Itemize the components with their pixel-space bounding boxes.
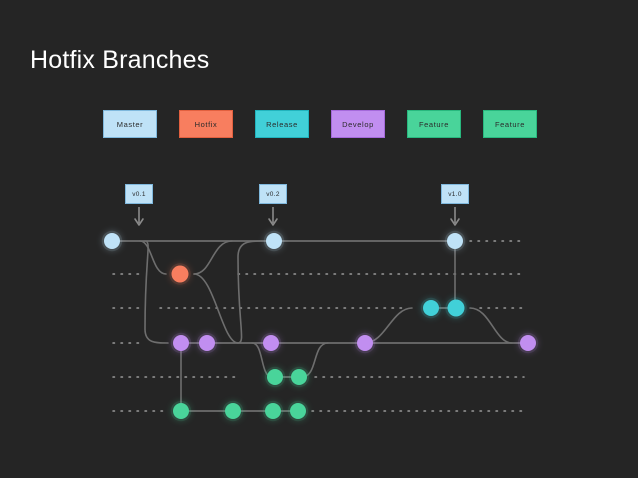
edge-develop-to-master-v02	[237, 240, 263, 344]
edge-release-to-develop	[469, 307, 513, 344]
commit-node-master-2[interactable]	[447, 233, 463, 249]
tag-arrow-down-icon	[450, 207, 460, 226]
legend-item-feature-4[interactable]: Feature	[407, 110, 461, 138]
edge-master-to-develop	[144, 240, 169, 344]
branch-legend: Master Hotfix Release Develop Feature Feature	[103, 110, 537, 138]
legend-item-label: Hotfix	[194, 119, 218, 129]
legend-item-label: Master	[116, 119, 144, 129]
commit-node-feature2-16[interactable]	[290, 403, 306, 419]
page-title: Hotfix Branches	[30, 46, 210, 74]
version-tag-v1.0[interactable]: v1.0	[441, 184, 469, 204]
version-tag-label: v1.0	[448, 190, 462, 198]
commit-node-release-4[interactable]	[423, 300, 439, 316]
commit-node-master-0[interactable]	[104, 233, 120, 249]
commit-node-develop-6[interactable]	[173, 335, 189, 351]
commit-node-develop-9[interactable]	[357, 335, 373, 351]
edge-hotfix-to-master	[193, 240, 233, 275]
edge-master-to-hotfix	[139, 240, 167, 275]
commit-node-feature2-15[interactable]	[265, 403, 281, 419]
commit-node-develop-8[interactable]	[263, 335, 279, 351]
version-tag-v0.2[interactable]: v0.2	[259, 184, 287, 204]
commit-node-master-1[interactable]	[266, 233, 282, 249]
legend-item-hotfix-1[interactable]: Hotfix	[179, 110, 233, 138]
version-tag-v0.1[interactable]: v0.1	[125, 184, 153, 204]
legend-item-label: Feature	[494, 119, 526, 129]
commit-node-develop-7[interactable]	[199, 335, 215, 351]
commit-node-feature1-11[interactable]	[267, 369, 283, 385]
legend-item-label: Develop	[342, 119, 374, 129]
legend-item-label: Release	[266, 119, 298, 129]
commit-node-feature2-14[interactable]	[225, 403, 241, 419]
commit-node-feature2-13[interactable]	[173, 403, 189, 419]
commit-node-feature1-12[interactable]	[291, 369, 307, 385]
legend-item-label: Feature	[418, 119, 450, 129]
legend-item-release-2[interactable]: Release	[255, 110, 309, 138]
legend-item-feature-5[interactable]: Feature	[483, 110, 537, 138]
edge-hotfix-to-develop	[193, 273, 239, 344]
version-tag-label: v0.2	[266, 190, 280, 198]
version-tag-label: v0.1	[132, 190, 146, 198]
legend-item-develop-3[interactable]: Develop	[331, 110, 385, 138]
commit-node-hotfix-3[interactable]	[171, 265, 189, 283]
tag-arrow-down-icon	[268, 207, 278, 226]
legend-item-master-0[interactable]: Master	[103, 110, 157, 138]
tag-arrow-down-icon	[134, 207, 144, 226]
commit-node-develop-10[interactable]	[520, 335, 536, 351]
commit-node-release-5[interactable]	[447, 299, 465, 317]
